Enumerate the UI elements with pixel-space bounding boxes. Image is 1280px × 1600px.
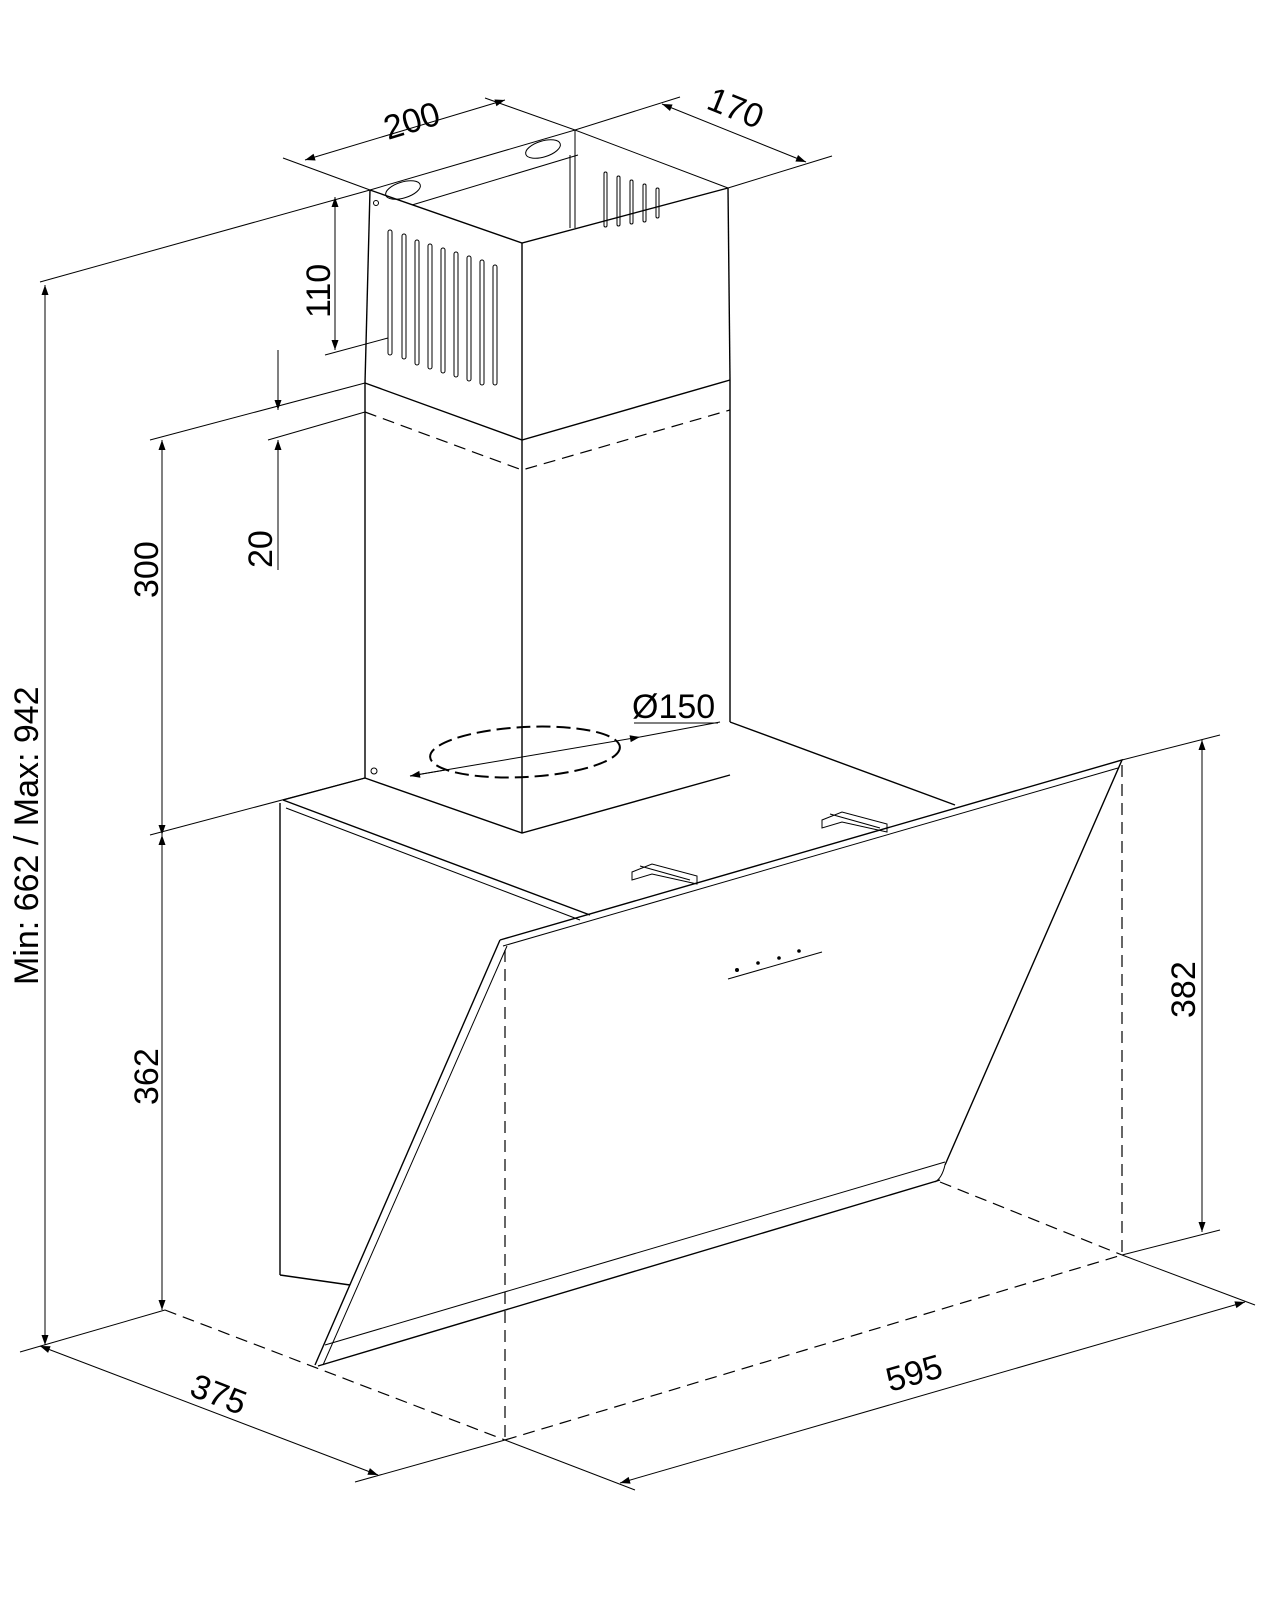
extension-line (149, 777, 366, 836)
dim-300: 300 (128, 440, 166, 835)
vent-height-label: 110 (300, 264, 338, 318)
button-icon[interactable] (756, 961, 760, 965)
extension-line (39, 189, 371, 283)
depth-label: 375 (185, 1367, 252, 1423)
button-icon[interactable] (735, 968, 739, 972)
vent-slots (387, 171, 660, 386)
hood-height-label: 362 (128, 1048, 166, 1105)
footprint-lines (164, 765, 1123, 1441)
hood-body (279, 721, 956, 1286)
dim-595: 595 (504, 1254, 1256, 1491)
outlet-diameter-label: Ø150 (632, 688, 715, 726)
dim-total-height: Min: 662 / Max: 942 (8, 285, 49, 1345)
control-panel (727, 949, 823, 980)
button-icon[interactable] (777, 956, 781, 960)
outlet-circle (429, 725, 621, 779)
lower-chimney: Ø150 (364, 379, 731, 834)
dim-170: 170 (574, 80, 833, 189)
overlap-label: 20 (242, 530, 280, 568)
dim-362: 362 (128, 835, 166, 1310)
mounting-clip (821, 811, 888, 833)
button-icon[interactable] (797, 949, 801, 953)
glass-panel (314, 758, 1124, 1367)
dim-20: 20 (242, 350, 282, 570)
extension-line (267, 411, 366, 441)
width-chimney-label: 200 (379, 95, 444, 148)
extension-line (149, 382, 366, 441)
glass-height-label: 382 (1165, 961, 1203, 1018)
depth-chimney-label: 170 (702, 80, 769, 136)
dim-382: 382 (1121, 734, 1221, 1256)
dim-375: 375 (19, 1309, 506, 1483)
dim-110: 110 (300, 197, 389, 356)
total-height-label: Min: 662 / Max: 942 (8, 686, 46, 985)
upper-chimney (364, 129, 731, 440)
width-label: 595 (882, 1348, 947, 1400)
mounting-clip (631, 863, 698, 885)
lower-chimney-height-label: 300 (128, 541, 166, 598)
